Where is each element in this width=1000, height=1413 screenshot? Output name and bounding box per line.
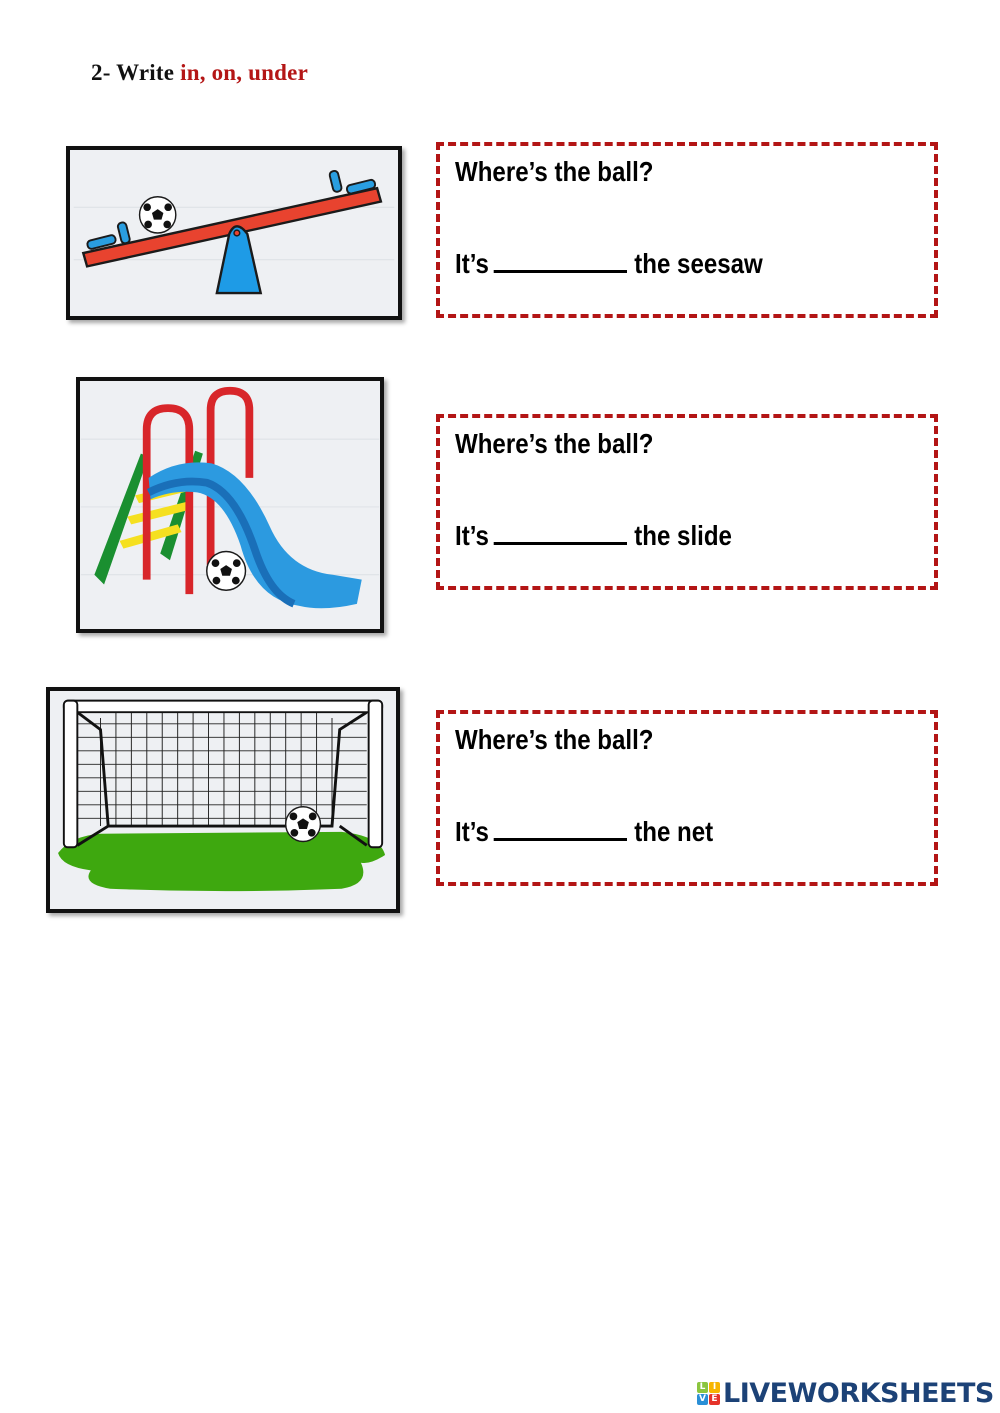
logo-letter: I (709, 1382, 720, 1393)
instruction-words: in, on, under (180, 60, 308, 85)
seesaw-image (66, 146, 402, 320)
answer-suffix: the net (634, 816, 714, 847)
goal-net-image (46, 687, 400, 913)
liveworksheets-brand[interactable]: L I V E LIVEWORKSHEETS (697, 1378, 994, 1409)
question-text: Where’s the ball? (455, 724, 654, 755)
answer-line: It’s the slide (455, 516, 732, 552)
answer-line: It’s the seesaw (455, 244, 763, 280)
answer-blank-input[interactable] (494, 244, 628, 273)
instruction-prefix: 2- Write (91, 60, 181, 85)
exercise-box-2: Where’s the ball? It’s the slide (436, 414, 938, 590)
answer-prefix: It’s (455, 816, 489, 847)
logo-letter: L (697, 1382, 708, 1393)
question-text: Where’s the ball? (455, 156, 654, 187)
answer-prefix: It’s (455, 248, 489, 279)
slide-illustration (80, 381, 380, 629)
answer-suffix: the seesaw (634, 248, 763, 279)
exercise-box-1: Where’s the ball? It’s the seesaw (436, 142, 938, 318)
exercise-box-3: Where’s the ball? It’s the net (436, 710, 938, 886)
logo-letter: E (709, 1394, 720, 1405)
answer-blank-input[interactable] (494, 812, 628, 841)
answer-suffix: the slide (634, 520, 732, 551)
question-text: Where’s the ball? (455, 428, 654, 459)
brand-name: LIVEWORKSHEETS (723, 1378, 994, 1409)
answer-line: It’s the net (455, 812, 713, 848)
goal-net-illustration (52, 691, 394, 909)
instruction-title: 2- Write in, on, under (91, 60, 308, 86)
logo-letter: V (697, 1394, 708, 1405)
answer-blank-input[interactable] (494, 516, 628, 545)
slide-image (76, 377, 384, 633)
answer-prefix: It’s (455, 520, 489, 551)
seesaw-illustration (73, 150, 395, 316)
live-logo-icon: L I V E (697, 1382, 720, 1405)
